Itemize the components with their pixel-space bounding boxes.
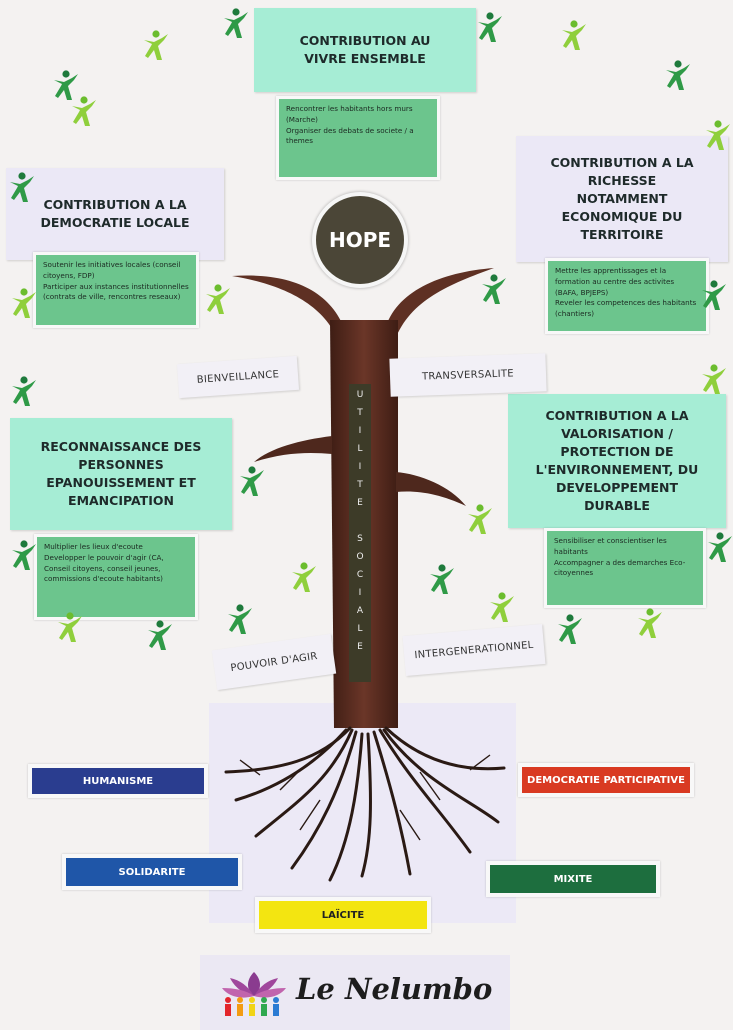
person-figure-icon	[702, 364, 726, 394]
value-democratie-participative: DEMOCRATIE PARTICIPATIVE	[518, 763, 694, 797]
trunk-letter: I	[358, 426, 362, 436]
note-line: Developper le pouvoir d'agir (CA, Consei…	[44, 552, 166, 584]
note-line: Multiplier les lieux d'ecoute	[44, 542, 143, 551]
note-line: Soutenir les initiatives locales (consei…	[43, 260, 183, 280]
trunk-word: U T I L I T E S O C I A L E	[351, 386, 369, 656]
trunk-letter: S	[357, 534, 363, 544]
note-line: Mettre les apprentissages et la formatio…	[555, 266, 677, 297]
person-figure-icon	[292, 562, 316, 592]
note-democratie-locale: Soutenir les initiatives locales (consei…	[33, 252, 199, 328]
hope-circle: HOPE	[312, 192, 408, 288]
card-richesse-economique: CONTRIBUTION A LA RICHESSE NOTAMMENT ECO…	[516, 136, 728, 262]
person-figure-icon	[148, 620, 172, 650]
person-figure-icon	[468, 504, 492, 534]
person-figure-icon	[478, 12, 502, 42]
person-figure-icon	[482, 274, 506, 304]
value-mixite: MIXITE	[486, 861, 660, 897]
trunk-letter: U	[356, 390, 364, 400]
trunk-letter: E	[357, 642, 363, 652]
card-democratie-locale: CONTRIBUTION A LA DEMOCRATIE LOCALE	[6, 168, 224, 260]
trunk-letter: A	[356, 606, 364, 616]
person-figure-icon	[144, 30, 168, 60]
person-figure-icon	[72, 96, 96, 126]
trunk-letter: I	[358, 588, 362, 598]
person-figure-icon	[562, 20, 586, 50]
note-line: Sensibiliser et conscientiser les habita…	[554, 536, 670, 556]
trunk-letter: T	[357, 480, 363, 490]
person-figure-icon	[12, 288, 36, 318]
note-environnement: Sensibiliser et conscientiser les habita…	[544, 528, 706, 608]
trunk-letter: L	[357, 624, 363, 634]
person-figure-icon	[228, 604, 252, 634]
note-line: Participer aux instances institutionnell…	[43, 281, 192, 302]
trunk-letter: I	[358, 462, 362, 472]
trunk-letter: C	[356, 570, 364, 580]
trunk-letter: O	[356, 552, 364, 562]
person-figure-icon	[638, 608, 662, 638]
hope-label: HOPE	[328, 228, 392, 252]
value-solidarite: SOLIDARITE	[62, 854, 242, 890]
note-line: Reveler les competences des habitants (c…	[555, 298, 699, 319]
note-line: Organiser des debats de societe / a them…	[286, 125, 416, 146]
person-figure-icon	[702, 280, 726, 310]
trunk-letter: T	[357, 408, 363, 418]
person-figure-icon	[558, 614, 582, 644]
card-reconnaissance: RECONNAISSANCE DES PERSONNES EPANOUISSEM…	[10, 418, 232, 530]
note-richesse-economique: Mettre les apprentissages et la formatio…	[545, 258, 709, 334]
person-figure-icon	[58, 612, 82, 642]
trunk-letter: L	[357, 444, 363, 454]
person-figure-icon	[708, 532, 732, 562]
card-environnement: CONTRIBUTION A LA VALORISATION / PROTECT…	[508, 394, 726, 528]
person-figure-icon	[430, 564, 454, 594]
trunk-strip	[349, 384, 371, 682]
person-figure-icon	[706, 120, 730, 150]
trunk-letter: E	[357, 498, 363, 508]
note-line: Accompagner a des demarches Eco-citoyenn…	[554, 557, 686, 578]
note-reconnaissance: Multiplier les lieux d'ecoute Developper…	[34, 534, 198, 620]
person-figure-icon	[10, 172, 34, 202]
note-vivre-ensemble: Rencontrer les habitants hors murs (Marc…	[276, 96, 440, 180]
person-figure-icon	[12, 540, 36, 570]
value-laicite: LAÏCITE	[255, 897, 431, 933]
person-figure-icon	[666, 60, 690, 90]
card-vivre-ensemble: CONTRIBUTION AU VIVRE ENSEMBLE	[254, 8, 476, 92]
lotus-logo-icon	[222, 972, 286, 1016]
person-figure-icon	[206, 284, 230, 314]
trunk-letter	[351, 512, 369, 530]
logo-text: Le Nelumbo	[296, 972, 493, 1006]
person-figure-icon	[240, 466, 264, 496]
value-humanisme: HUMANISME	[28, 764, 208, 798]
note-line: Rencontrer les habitants hors murs (Marc…	[286, 104, 415, 124]
person-figure-icon	[12, 376, 36, 406]
person-figure-icon	[490, 592, 514, 622]
tag-transversalite: TRANSVERSALITE	[389, 353, 547, 397]
person-figure-icon	[224, 8, 248, 38]
